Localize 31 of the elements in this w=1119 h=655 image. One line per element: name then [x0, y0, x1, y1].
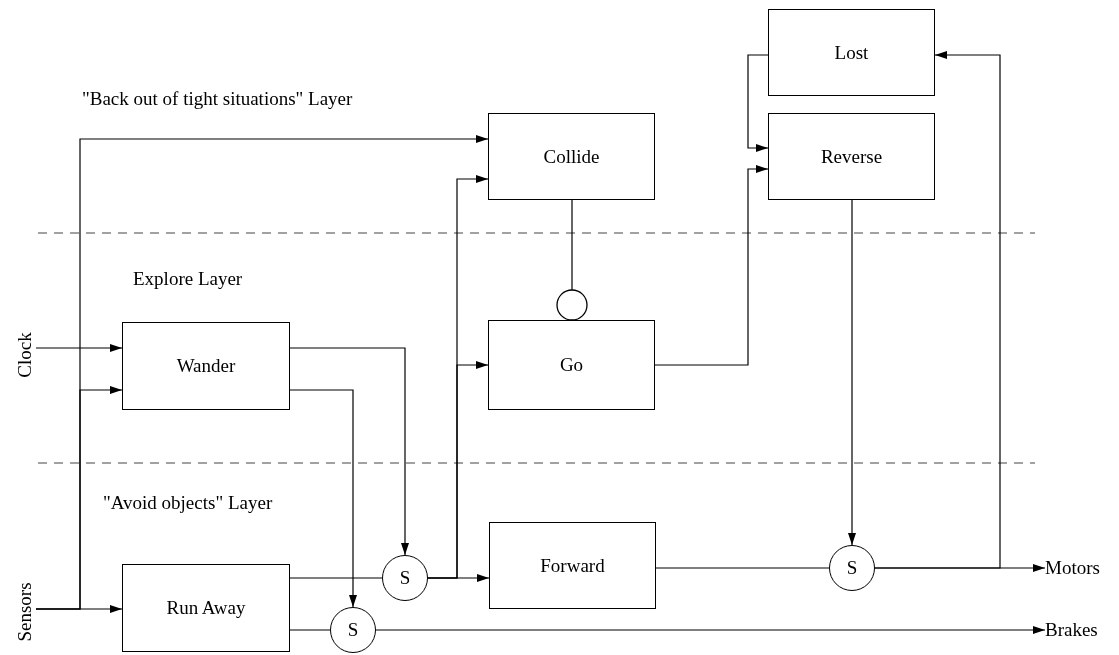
process-box: Run Away [122, 564, 290, 652]
signal-label: Clock [14, 322, 36, 388]
process-box: Collide [488, 113, 655, 200]
process-box: Forward [489, 522, 656, 609]
arrow [289, 347, 409, 556]
arrow [654, 165, 769, 366]
arrow [747, 54, 769, 152]
arrow [874, 51, 1001, 569]
signal-label: Sensors [14, 574, 36, 650]
layer-title: "Avoid objects" Layer [103, 492, 273, 514]
process-box: Reverse [768, 113, 935, 200]
layer-title: "Back out of tight situations" Layer [82, 88, 353, 110]
arrow [35, 135, 489, 610]
arrow [427, 361, 489, 579]
suppressor-circle: S [330, 607, 376, 653]
arrow [35, 344, 123, 352]
connector-line [289, 629, 331, 631]
arrow [848, 199, 856, 546]
inhibitor-line [556, 199, 588, 321]
signal-label: Motors [1045, 556, 1109, 580]
connector-line [655, 567, 830, 569]
connector-line [289, 577, 383, 579]
suppressor-circle: S [382, 555, 428, 601]
layer-title: Explore Layer [133, 268, 243, 290]
arrow [375, 626, 1046, 634]
process-box: Wander [122, 322, 290, 410]
process-box: Lost [768, 9, 935, 96]
process-box: Go [488, 320, 655, 410]
suppressor-circle: S [829, 545, 875, 591]
arrow [289, 389, 357, 608]
signal-label: Brakes [1045, 618, 1109, 642]
